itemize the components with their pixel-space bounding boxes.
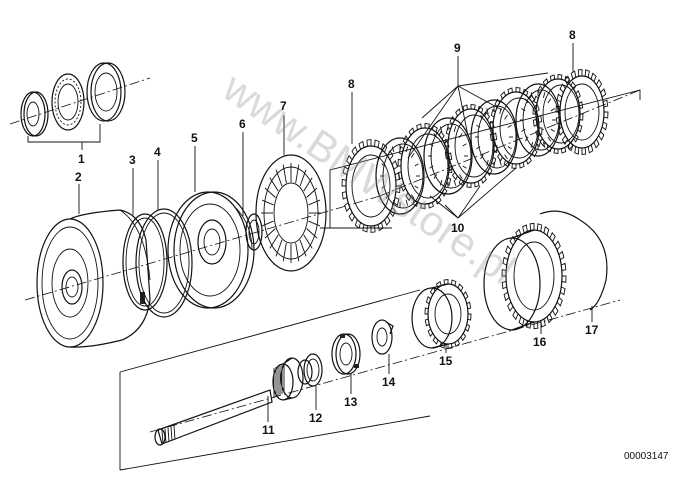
callout-2: 2 bbox=[75, 170, 82, 184]
lower-assembly-frame bbox=[119, 289, 621, 471]
callout-8-right: 8 bbox=[569, 28, 576, 42]
watermark-text: www.BMWstore.pl bbox=[214, 63, 524, 293]
part-17-circlip bbox=[539, 210, 608, 322]
part-12-ring bbox=[303, 353, 323, 410]
callout-16: 16 bbox=[533, 335, 547, 349]
clutch-plate-stack bbox=[375, 73, 584, 215]
part-1-thrust-bearing-set bbox=[9, 62, 151, 150]
callout-3: 3 bbox=[129, 153, 136, 167]
callout-6: 6 bbox=[239, 117, 246, 131]
callout-1: 1 bbox=[78, 152, 85, 166]
part-4-sealing-ring bbox=[135, 160, 193, 318]
callout-10: 10 bbox=[451, 221, 465, 235]
callout-13: 13 bbox=[344, 395, 358, 409]
callout-12: 12 bbox=[309, 411, 323, 425]
clutch-pack-outline bbox=[320, 89, 641, 229]
callout-17: 17 bbox=[585, 323, 599, 337]
part-6-snap-ring bbox=[242, 132, 263, 251]
callout-14: 14 bbox=[382, 375, 396, 389]
part-16-ring-gear bbox=[483, 222, 567, 334]
part-15-drive-gear bbox=[411, 278, 472, 353]
part-14-lock-washer bbox=[371, 319, 394, 374]
part-7-disc-spring bbox=[255, 115, 327, 272]
callout-15: 15 bbox=[439, 354, 453, 368]
label-9-leaders bbox=[407, 56, 549, 159]
callout-5: 5 bbox=[191, 131, 198, 145]
part-3-o-ring bbox=[122, 168, 168, 311]
part-8-clutch-plate-right bbox=[555, 43, 609, 156]
callout-11: 11 bbox=[262, 423, 275, 437]
callout-4: 4 bbox=[154, 145, 161, 159]
document-number: 00003147 bbox=[624, 451, 669, 462]
part-11-input-shaft bbox=[154, 357, 313, 446]
callout-8-left: 8 bbox=[348, 77, 355, 91]
callout-9: 9 bbox=[454, 41, 461, 55]
part-8-clutch-plate-left bbox=[341, 92, 401, 233]
callout-7: 7 bbox=[280, 99, 287, 113]
label-10-leaders bbox=[429, 167, 517, 219]
part-13-slotted-nut bbox=[331, 333, 361, 394]
